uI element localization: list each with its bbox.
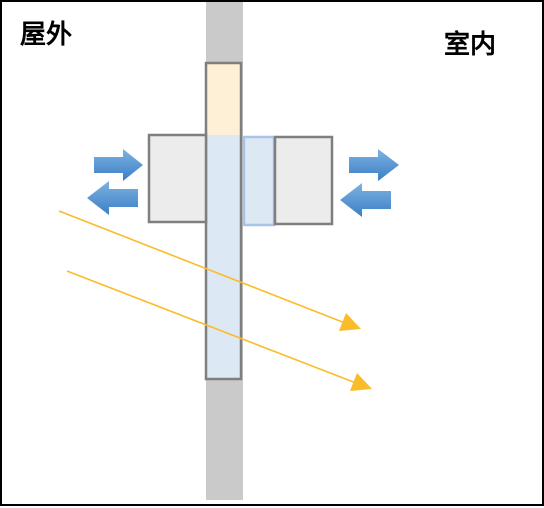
sun-ray-2-head bbox=[350, 373, 372, 391]
indoor-label: 室内 bbox=[444, 30, 497, 60]
outdoor-label: 屋外 bbox=[20, 20, 73, 50]
sun-ray-1 bbox=[58, 210, 346, 324]
air-arrow-outdoor-left bbox=[87, 181, 138, 215]
air-arrow-outdoor-right bbox=[94, 149, 143, 181]
inner-pane bbox=[242, 135, 276, 227]
air-arrow-indoor-right bbox=[349, 149, 399, 181]
outdoor-box bbox=[147, 133, 208, 224]
sun-ray-2 bbox=[66, 270, 357, 384]
air-arrow-indoor-left bbox=[340, 183, 391, 217]
sun-ray-1-head bbox=[339, 313, 361, 331]
indoor-box bbox=[273, 135, 334, 226]
glass-pane-bottom bbox=[206, 135, 241, 379]
glass-pane-top bbox=[206, 63, 241, 135]
